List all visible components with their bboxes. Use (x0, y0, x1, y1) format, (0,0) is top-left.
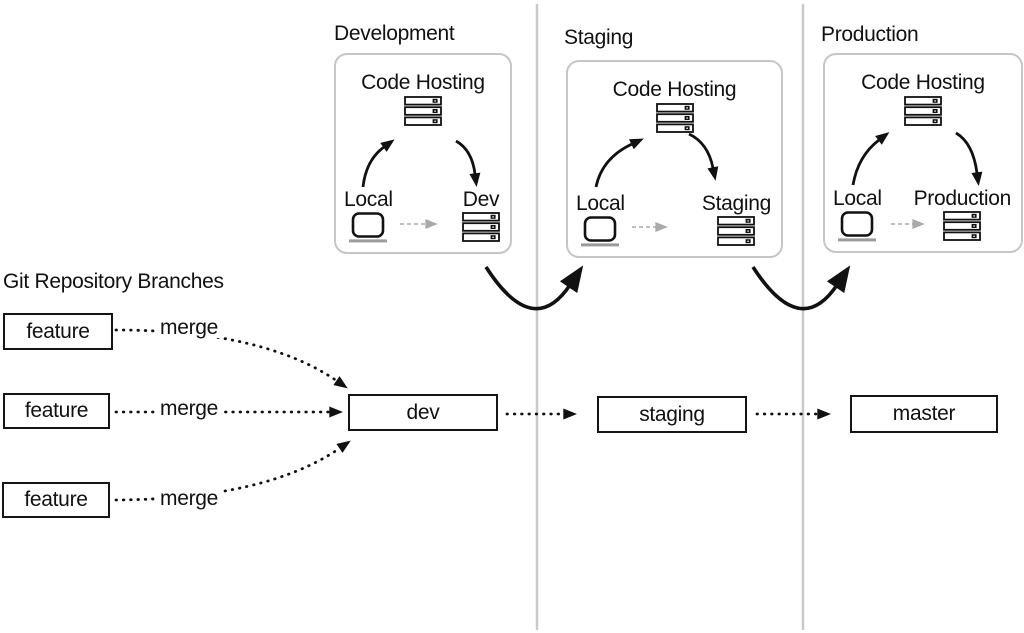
environment-title-development: Development (334, 22, 455, 45)
server-icon (404, 96, 442, 126)
environment-box-development: Code Hosting Local Dev (334, 53, 512, 254)
server-icon (717, 216, 756, 246)
merge-arrow-top (114, 328, 348, 389)
server-icon (462, 212, 500, 242)
code-hosting-node: Code Hosting (336, 72, 510, 127)
local-label: Local (344, 188, 393, 211)
feature-branch-box: feature (2, 482, 110, 518)
staging-server-label: Staging (701, 192, 771, 215)
deploy-arrow-development-to-staging (484, 265, 584, 311)
laptop-icon (581, 216, 620, 247)
environment-title-staging: Staging (564, 26, 634, 49)
laptop-icon (838, 211, 877, 242)
deploy-arrow-staging-to-production (751, 265, 851, 311)
production-server-label: Production (913, 187, 1012, 210)
code-hosting-node: Code Hosting (825, 72, 1021, 127)
code-hosting-label: Code Hosting (612, 78, 737, 101)
laptop-icon (349, 212, 388, 243)
feature-branch-box: feature (3, 393, 110, 429)
git-branches-section-title: Git Repository Branches (3, 270, 224, 293)
server-icon (655, 103, 694, 133)
staging-branch-box: staging (597, 396, 747, 433)
local-node: Local (576, 193, 625, 247)
code-hosting-label: Code Hosting (861, 71, 985, 94)
code-hosting-label: Code Hosting (361, 71, 485, 94)
environment-title-production: Production (821, 23, 919, 46)
server-icon (904, 96, 942, 126)
merge-arrow-bottom (114, 440, 351, 502)
merge-label: merge (155, 317, 224, 338)
environment-box-production: Code Hosting Local Production (823, 53, 1023, 253)
dev-server-label: Dev (462, 188, 500, 211)
local-node: Local (344, 189, 393, 243)
merge-label: merge (155, 488, 224, 509)
staging-server-node: Staging (702, 193, 771, 247)
server-icon (943, 211, 982, 241)
local-label: Local (576, 192, 625, 215)
master-branch-box: master (850, 395, 998, 433)
local-label: Local (833, 187, 882, 210)
local-node: Local (833, 188, 882, 242)
code-hosting-node: Code Hosting (568, 79, 781, 134)
production-server-node: Production (914, 188, 1011, 242)
feature-branch-box: feature (3, 313, 113, 350)
dev-server-node: Dev (462, 189, 500, 243)
environment-box-staging: Code Hosting Local Staging (566, 60, 783, 258)
merge-label: merge (155, 398, 224, 419)
dev-branch-box: dev (348, 394, 498, 431)
